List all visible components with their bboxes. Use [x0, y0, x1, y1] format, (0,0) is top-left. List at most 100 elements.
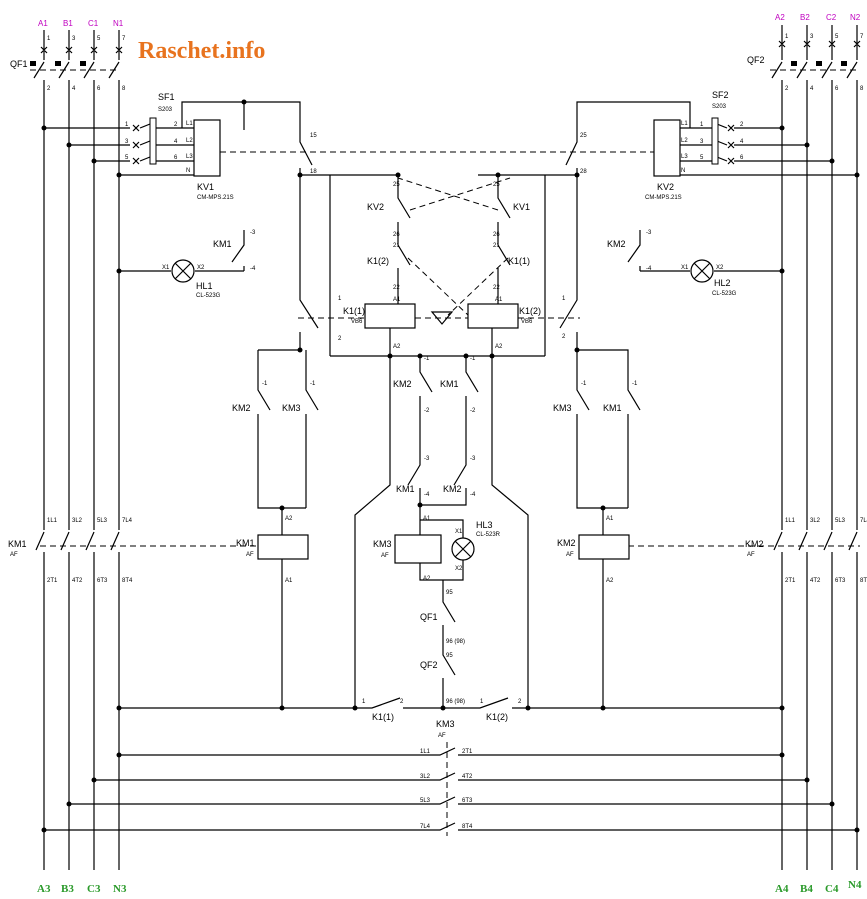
- sf1-pin-1: 1: [125, 122, 129, 128]
- hl1-branch: [116, 230, 245, 283]
- output-b3: B3: [61, 883, 74, 895]
- left-power-bus: [30, 30, 258, 870]
- km2-coil-branch: [574, 347, 641, 708]
- km3-coil-label: KM3: [373, 539, 392, 549]
- km3-left-pin-m1: -1: [310, 381, 316, 387]
- input-c2: C2: [826, 13, 837, 22]
- hl3-pin-x1: X1: [455, 529, 463, 535]
- input-a2: A2: [775, 13, 785, 22]
- k1-1-b-pin-1: 1: [362, 699, 366, 705]
- qf1-aux-pin-96: 96 (98): [446, 639, 465, 645]
- km1-pin-3-a: -3: [250, 230, 256, 236]
- km2-center-lower-label: KM2: [443, 484, 462, 494]
- hl3-label: HL3: [476, 520, 493, 530]
- km2-coil-label: KM2: [557, 538, 576, 548]
- km1-center-lower-label: KM1: [396, 484, 415, 494]
- km3-pin-2t1: 2T1: [462, 749, 473, 755]
- kv2-pin-n: N: [681, 168, 685, 174]
- output-c4: C4: [825, 883, 839, 895]
- k1-1-c-pin-22: 22: [493, 285, 500, 291]
- km2-c-pin-m2: -2: [424, 408, 430, 414]
- qf1-aux-pin-95: 95: [446, 590, 453, 596]
- qf1-pin-3: 3: [72, 36, 76, 42]
- km2-center-contact-label: KM2: [393, 379, 412, 389]
- km1-pin-4-a: -4: [250, 266, 256, 272]
- hl1-label: HL1: [196, 281, 213, 291]
- km3-right-contact-label: KM3: [553, 403, 572, 413]
- sf2-pin-6: 6: [740, 155, 744, 161]
- km1-main-label: KM1: [8, 539, 27, 549]
- k1-1-c-pin-21: 21: [493, 243, 500, 249]
- km2-pin-4-a: -4: [646, 266, 652, 272]
- input-a1: A1: [38, 19, 48, 28]
- km2-aux-label-a: KM2: [607, 239, 626, 249]
- sf2-label: SF2: [712, 90, 729, 100]
- kv2-pin-28: 28: [580, 169, 587, 175]
- qf1-pin-2: 2: [47, 86, 51, 92]
- sf2-pin-1: 1: [700, 122, 704, 128]
- qf1-pin-8: 8: [122, 86, 126, 92]
- km1-pin-5l3: 5L3: [97, 518, 108, 524]
- input-b2: B2: [800, 13, 810, 22]
- kv1-pin-l1: L1: [186, 121, 193, 127]
- sf1-kv1-group: [41, 99, 560, 178]
- km1-pin-7l4: 7L4: [122, 518, 133, 524]
- k1-1-contact-label: K1(1): [508, 256, 530, 266]
- kv1-c-pin-25: 25: [493, 182, 500, 188]
- brand-title: Raschet.info: [138, 38, 265, 64]
- k1-1-coil: [364, 303, 416, 329]
- hl2-branch: [627, 230, 785, 283]
- qf2-pin-8: 8: [860, 86, 864, 92]
- kv2-pin-l3: L3: [681, 154, 688, 160]
- qf2-pin-2: 2: [785, 86, 789, 92]
- qf2-pin-6: 6: [835, 86, 839, 92]
- km1-pin-1l1: 1L1: [47, 518, 58, 524]
- km1-main-af: AF: [10, 552, 18, 558]
- k1-2-coil-label: K1(2): [519, 306, 541, 316]
- qf1-aux-label: QF1: [420, 612, 438, 622]
- km2-left-contact-label: KM2: [232, 403, 251, 413]
- k1-2-contact-label: K1(2): [367, 256, 389, 266]
- km3-pin-4t2: 4T2: [462, 774, 473, 780]
- sf1-pin-2: 2: [174, 122, 178, 128]
- qf1-pin-6: 6: [97, 86, 101, 92]
- output-c3: C3: [87, 883, 101, 895]
- hl2-label: HL2: [714, 278, 731, 288]
- km2-c-pin-m1: -1: [424, 356, 430, 362]
- qf2-aux-pin-95: 95: [446, 653, 453, 659]
- kv2-pin-25: 25: [580, 133, 587, 139]
- km2-c-pin-4: -4: [470, 492, 476, 498]
- km3-power-label: KM3: [436, 719, 455, 729]
- hl2-pin-x1: X1: [681, 265, 689, 271]
- input-c1: C1: [88, 19, 99, 28]
- qf1-label: QF1: [10, 59, 28, 69]
- central-interlock: [298, 172, 580, 359]
- sf2-pin-2: 2: [740, 122, 744, 128]
- input-n1: N1: [113, 19, 124, 28]
- k1-left-pin-2: 2: [338, 336, 342, 342]
- km2-coil-af: AF: [566, 552, 574, 558]
- k1-1-pin-a2: A2: [393, 344, 401, 350]
- km1-right-pin-m1: -1: [632, 381, 638, 387]
- kv1-pin-18: 18: [310, 169, 317, 175]
- km1-coil: [257, 534, 309, 560]
- sf1-pin-4: 4: [174, 139, 178, 145]
- km3-coil-pin-a2: A2: [423, 576, 431, 582]
- km2-coil-pin-a1: A1: [606, 516, 614, 522]
- hl2-pin-x2: X2: [716, 265, 724, 271]
- k1-right-pin-1: 1: [562, 296, 566, 302]
- output-n3: N3: [113, 883, 127, 895]
- hl1-pin-x1: X1: [162, 265, 170, 271]
- km3-pin-7l4: 7L4: [420, 824, 431, 830]
- kv2-relay-box: [653, 119, 681, 177]
- km3-right-pin-m1: -1: [581, 381, 587, 387]
- output-n4: N4: [848, 879, 862, 891]
- sf2-model: S203: [712, 104, 727, 110]
- k1-2-c-pin-21: 21: [393, 243, 400, 249]
- qf2-aux-label: QF2: [420, 660, 438, 670]
- kv1-pin-l2: L2: [186, 138, 193, 144]
- qf2-pin-1: 1: [785, 34, 789, 40]
- qf1-pin-5: 5: [97, 36, 101, 42]
- km3-pin-1l1: 1L1: [420, 749, 431, 755]
- qf2-pin-4: 4: [810, 86, 814, 92]
